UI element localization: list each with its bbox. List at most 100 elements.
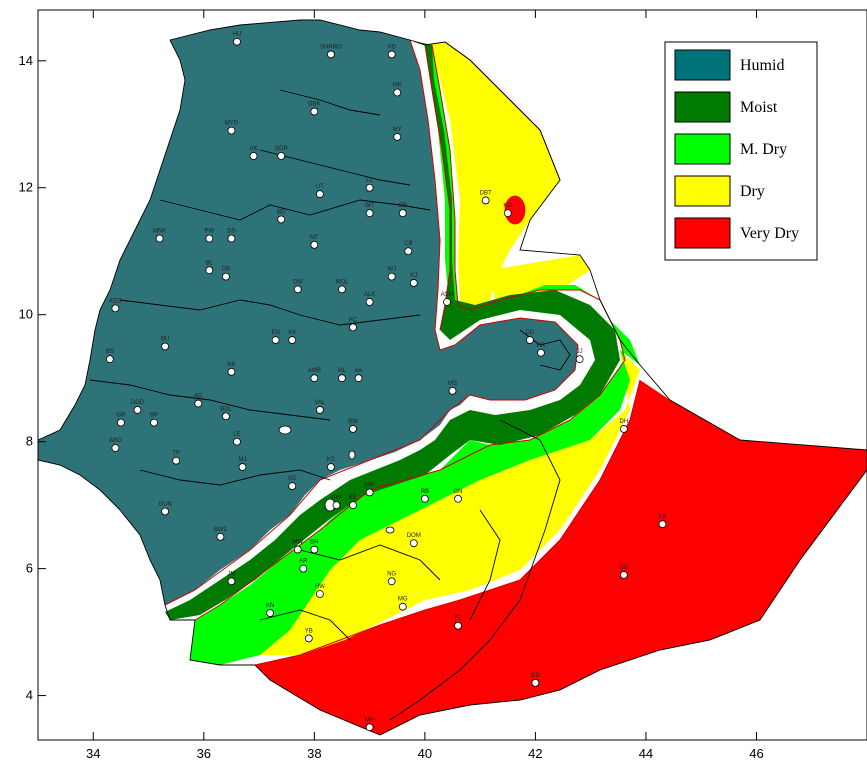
station-marker: CB: [404, 241, 412, 256]
station-dot: [393, 133, 402, 141]
station-dot: [293, 545, 302, 554]
station-dot: [619, 571, 628, 579]
station-dot: [365, 723, 374, 732]
station-label: KO: [503, 203, 512, 209]
station-dot: [288, 336, 297, 344]
lakes: [278, 195, 526, 534]
station-label: MT: [310, 235, 319, 241]
station-marker: FC: [349, 317, 358, 332]
station-marker: KS: [327, 457, 335, 471]
station-label: JM: [227, 571, 235, 577]
legend-label: Humid: [740, 57, 784, 74]
x-tick-label: 46: [749, 746, 763, 761]
station-marker: DH: [619, 419, 628, 433]
station-dot: [310, 374, 319, 383]
station-marker: GG: [619, 565, 629, 579]
station-label: MG: [398, 597, 408, 603]
station-marker: MR: [365, 482, 375, 497]
station-dot: [481, 196, 490, 205]
station-marker: DBK: [308, 102, 321, 116]
y-tick-label: 6: [26, 561, 33, 576]
zone-dry: [260, 42, 640, 655]
station-dot: [365, 183, 374, 192]
station-label: JJ: [577, 349, 583, 355]
station-dot: [619, 425, 628, 433]
station-label: AW: [332, 495, 342, 501]
station-dot: [409, 279, 418, 287]
station-marker: UT: [316, 184, 324, 198]
station-label: WJ: [387, 267, 396, 273]
station-marker: MW: [292, 540, 303, 554]
station-dot: [194, 399, 203, 408]
legend-swatch: [674, 133, 731, 165]
zone-very-dry: [255, 380, 867, 735]
station-marker: KO: [503, 203, 512, 218]
x-tick-label: 42: [528, 746, 542, 761]
station-label: PW: [204, 229, 214, 235]
x-tick-label: 40: [418, 746, 432, 761]
station-marker: KB: [658, 514, 667, 529]
station-label: MK: [393, 83, 402, 89]
station-label: GN: [454, 489, 463, 495]
station-dot: [111, 304, 120, 313]
station-marker: GUN: [158, 501, 172, 516]
station-label: LE: [233, 432, 240, 438]
station-marker: ABO: [109, 438, 122, 452]
station-label: BD: [277, 209, 286, 215]
station-label: DS: [227, 229, 235, 235]
station-marker: BH: [310, 540, 319, 554]
station-dot: [249, 152, 258, 160]
station-marker: DBT: [480, 190, 492, 205]
station-label: BDL: [220, 406, 232, 412]
x-tick-label: 44: [639, 746, 653, 761]
station-label: DB: [222, 267, 230, 273]
station-marker: MOL: [335, 279, 349, 294]
station-marker: HR: [537, 343, 546, 357]
x-tick-label: 34: [86, 746, 100, 761]
station-marker: BW: [348, 419, 358, 433]
y-tick-label: 12: [19, 180, 33, 195]
station-label: MH: [365, 717, 374, 723]
station-marker: AD: [388, 44, 397, 59]
y-tick-label: 8: [26, 434, 33, 449]
legend-swatch: [674, 217, 731, 249]
station-marker: BL: [205, 260, 214, 275]
station-label: GDR: [275, 146, 289, 152]
y-tick-label: 10: [19, 307, 33, 322]
station-marker: DS: [227, 229, 236, 243]
station-dot: [332, 501, 341, 510]
station-marker: BDL: [220, 406, 232, 421]
station-marker: MK: [393, 83, 402, 97]
station-label: EN: [271, 330, 279, 336]
plot-frame: [37, 9, 867, 741]
station-marker: ALK: [364, 292, 375, 306]
station-label: GR: [116, 413, 126, 419]
station-dot: [227, 367, 236, 376]
station-marker: TP: [172, 451, 181, 465]
station-dot: [420, 494, 429, 503]
station-dot: [315, 406, 324, 414]
station-marker: DOM: [407, 533, 421, 548]
station-label: AK: [250, 146, 258, 152]
station-dot: [658, 520, 667, 529]
station-dot: [277, 152, 286, 160]
station-dot: [315, 190, 324, 198]
station-marker: SR: [398, 203, 408, 218]
station-label: DDD: [131, 400, 145, 406]
x-tick-label: 38: [307, 746, 321, 761]
station-label: AA: [355, 368, 363, 374]
station-label: BL: [206, 260, 214, 266]
station-marker: WT: [365, 203, 375, 218]
station-label: BW2: [214, 527, 228, 533]
station-label: HW: [315, 584, 325, 590]
station-label: ABO: [109, 438, 122, 444]
station-dot: [227, 577, 236, 586]
station-dot: [448, 386, 457, 395]
station-marker: GD: [531, 673, 541, 687]
station-dot: [150, 418, 158, 427]
station-label: FL: [455, 616, 463, 622]
station-marker: EN: [271, 330, 280, 344]
station-label: YB: [305, 628, 313, 634]
station-dot: [398, 209, 407, 218]
